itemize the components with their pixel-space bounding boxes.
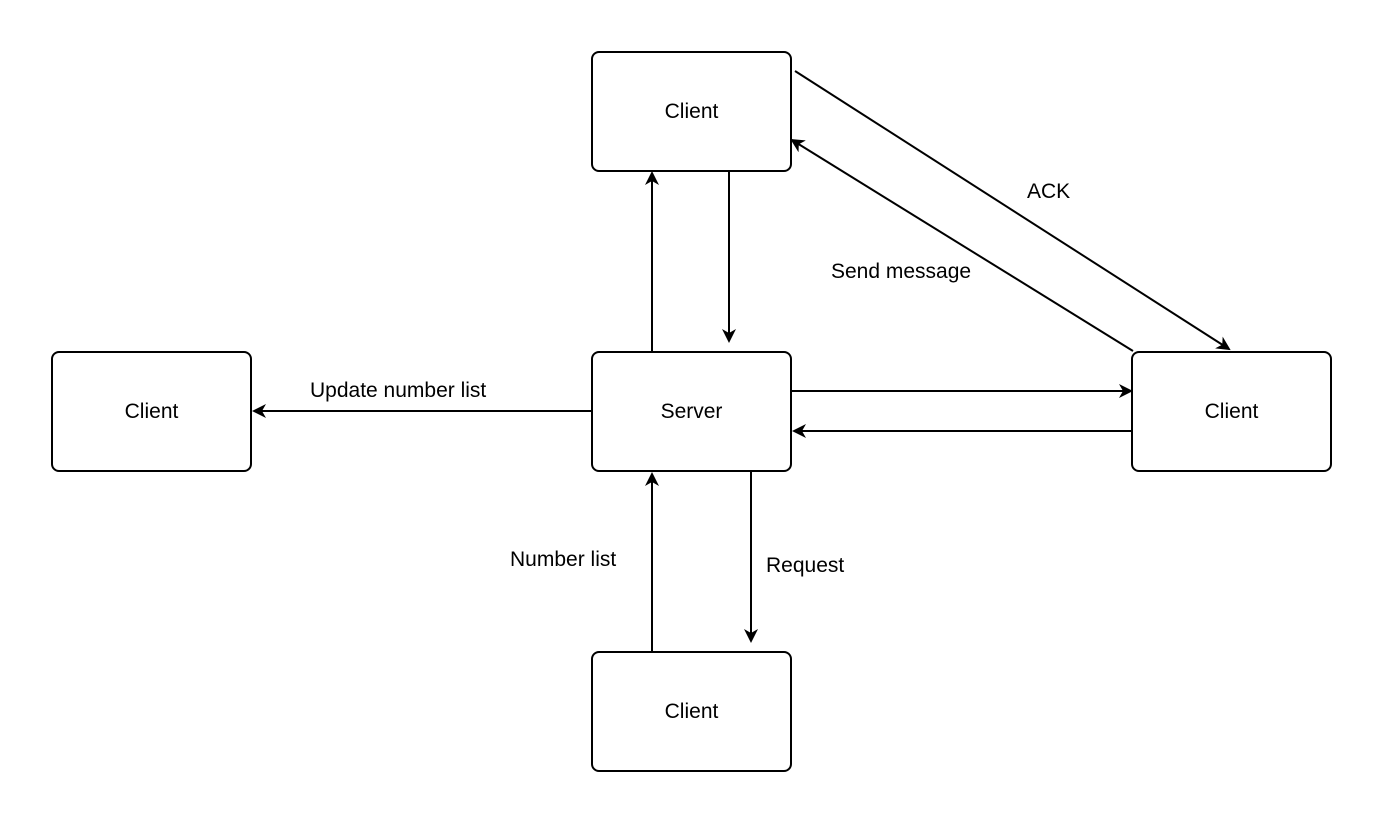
- edge-label-request: Request: [766, 554, 845, 577]
- client-node-right-label: Client: [1204, 399, 1259, 423]
- client-node-bottom-label: Client: [664, 699, 719, 723]
- client-node-bottom: Client: [591, 651, 792, 772]
- client-node-right: Client: [1131, 351, 1332, 472]
- edge-label-update-number-list: Update number list: [310, 379, 487, 402]
- edge-label-send-message: Send message: [831, 260, 972, 283]
- server-node: Server: [591, 351, 792, 472]
- edge-label-ack: ACK: [1027, 180, 1071, 203]
- client-node-left-label: Client: [124, 399, 179, 423]
- edge-top-client-to-right-client-ack: [794, 70, 1231, 351]
- edge-label-number-list: Number list: [510, 548, 617, 571]
- edge-right-client-to-top-client-send: [790, 138, 1134, 352]
- client-node-left: Client: [51, 351, 252, 472]
- server-node-label: Server: [660, 399, 723, 423]
- client-node-top: Client: [591, 51, 792, 172]
- client-node-top-label: Client: [664, 99, 719, 123]
